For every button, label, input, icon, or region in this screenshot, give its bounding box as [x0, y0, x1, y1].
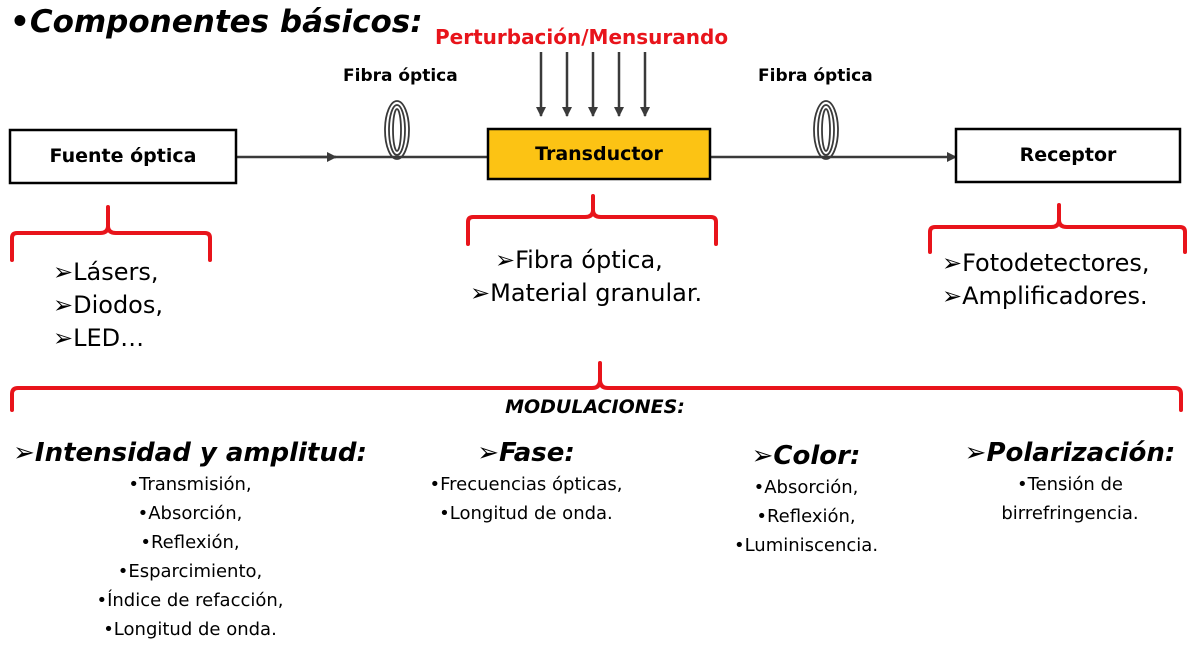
modulation-heading: ➢Polarización:: [964, 438, 1176, 468]
transducer-list-item: ➢Material granular.: [470, 279, 703, 307]
modulation-item: birrefringencia.: [1001, 503, 1139, 524]
receiver-list: ➢Fotodetectores, ➢Amplificadores.: [942, 247, 1150, 313]
transducer-bracket: [466, 194, 718, 246]
modulation-item: •Absorción,: [137, 503, 243, 524]
modulations-bracket: [10, 361, 1183, 412]
modulation-item: •Luminiscencia.: [733, 535, 879, 556]
modulation-item: •Reflexión,: [756, 506, 856, 527]
page-title: •Componentes básicos:: [10, 4, 423, 40]
fiber-label-right: Fibra óptica: [758, 66, 873, 86]
source-bracket: [10, 205, 212, 262]
source-list-item: ➢LED…: [53, 324, 145, 352]
modulation-item: •Frecuencias ópticas,: [429, 474, 623, 495]
modulation-item: •Absorción,: [753, 477, 859, 498]
modulation-items: •Absorción, •Reflexión, •Luminiscencia.: [734, 473, 878, 560]
receiver-list-item: ➢Amplificadores.: [942, 282, 1148, 310]
fiber-label-left: Fibra óptica: [343, 66, 458, 86]
transducer-list-item: ➢Fibra óptica,: [495, 246, 663, 274]
modulation-item: •Longitud de onda.: [439, 503, 613, 524]
source-block: [8, 128, 238, 185]
source-list: ➢Lásers, ➢Diodos, ➢LED…: [53, 256, 163, 355]
modulation-color: ➢Color: •Absorción, •Reflexión, •Luminis…: [706, 441, 906, 560]
modulations-title: MODULACIONES:: [505, 396, 685, 418]
fiber-coil-right-icon: [813, 100, 839, 160]
modulation-items: •Frecuencias ópticas, •Longitud de onda.: [429, 470, 622, 528]
perturbation-label: Perturbación/Mensurando: [435, 25, 729, 49]
transducer-list: ➢Fibra óptica, ➢Material granular.: [470, 244, 702, 310]
modulation-item: •Esparcimiento,: [117, 561, 263, 582]
source-list-item: ➢Lásers,: [53, 258, 159, 286]
modulation-item: •Reflexión,: [140, 532, 240, 553]
source-list-item: ➢Diodos,: [53, 291, 163, 319]
modulation-item: •Tensión de: [1016, 474, 1124, 495]
transducer-block: [486, 127, 712, 181]
modulation-items: •Tensión de birrefringencia.: [1001, 470, 1138, 528]
modulation-item: •Transmisión,: [128, 474, 252, 495]
modulation-heading: ➢Fase:: [477, 438, 575, 468]
receiver-block-label: Receptor: [1019, 144, 1117, 166]
perturbation-arrows: [536, 52, 650, 117]
modulation-phase: ➢Fase: •Frecuencias ópticas, •Longitud d…: [416, 438, 636, 528]
fiber-coil-left-icon: [384, 100, 410, 160]
modulation-intensity: ➢Intensidad y amplitud: •Transmisión, •A…: [10, 438, 370, 644]
receiver-bracket: [928, 203, 1187, 254]
transducer-block-label: Transductor: [535, 143, 663, 165]
modulation-polarization: ➢Polarización: •Tensión de birrefringenc…: [955, 438, 1185, 528]
modulation-item: •Longitud de onda.: [103, 619, 277, 640]
receiver-list-item: ➢Fotodetectores,: [942, 249, 1150, 277]
modulation-item: •Índice de refacción,: [96, 590, 284, 611]
source-block-label: Fuente óptica: [49, 145, 197, 167]
modulation-heading: ➢Intensidad y amplitud:: [13, 438, 367, 468]
modulation-items: •Transmisión, •Absorción, •Reflexión, •E…: [96, 470, 283, 644]
receiver-block: [954, 127, 1182, 184]
modulation-heading: ➢Color:: [751, 441, 861, 471]
